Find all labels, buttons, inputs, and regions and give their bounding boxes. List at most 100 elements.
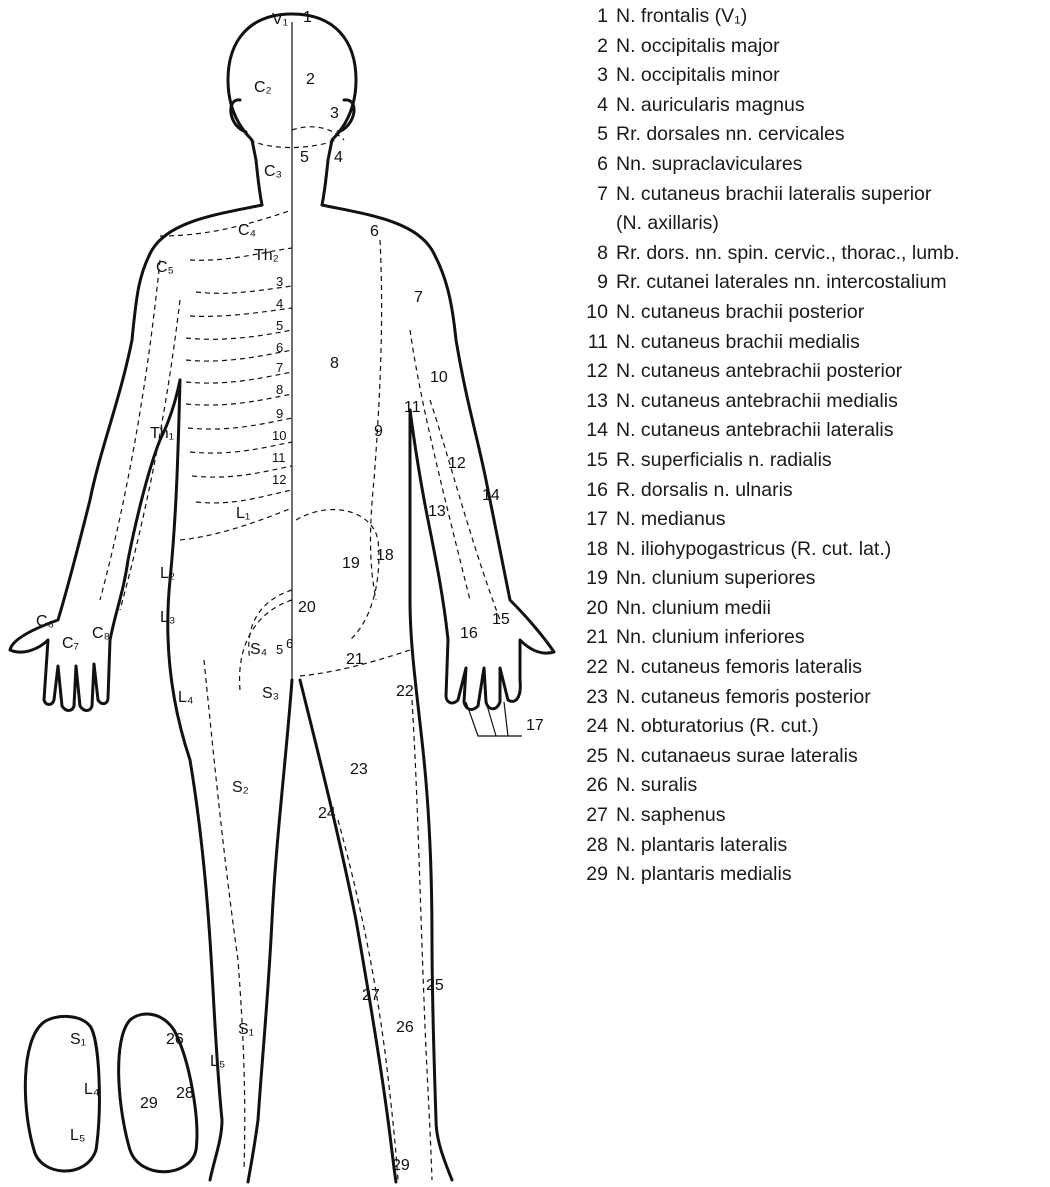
legend-item: 21Nn. clunium inferiores [570,623,1048,653]
leg-inner-right [300,680,396,1182]
legend-item: 5Rr. dorsales nn. cervicales [570,120,1048,150]
legend-item: 18N. iliohypogastricus (R. cut. lat.) [570,535,1048,565]
leg-inner [248,680,292,1182]
torso-left [10,205,262,711]
legend-item: 13N. cutaneus antebrachii medialis [570,387,1048,417]
label-29-heel: 29 [392,1157,410,1174]
label-s3: S₃ [262,685,279,702]
torso-side-right [410,410,452,1180]
legend-item: 27N. saphenus [570,801,1048,831]
label-9: 9 [374,423,383,440]
neck-boundary [250,140,336,148]
legend-item: 26N. suralis [570,771,1048,801]
legend-item: 15R. superficialis n. radialis [570,446,1048,476]
legend-item: 14N. cutaneus antebrachii lateralis [570,416,1048,446]
legend-item: 16R. dorsalis n. ulnaris [570,476,1048,506]
label-2: 2 [306,71,315,88]
left-ear [231,100,246,132]
label-t10: 10 [272,428,286,443]
legend-item: 6Nn. supraclaviculares [570,150,1048,180]
label-l1: L₁ [236,505,250,522]
label-t5: 5 [276,318,283,333]
label-l2: L₂ [160,565,175,582]
label-11: 11 [404,399,421,416]
head-outline-right [292,14,356,205]
scalp-boundary [292,127,344,140]
right-ear [338,100,354,132]
label-27: 27 [362,987,380,1004]
legend-item: 29N. plantaris medialis [570,860,1048,890]
label-6: 6 [370,223,379,240]
label-l3: L₃ [160,609,175,626]
label-28: 28 [176,1085,194,1102]
legend-item: 7N. cutaneus brachii lateralis superior [570,180,1048,210]
legend-item: 11N. cutaneus brachii medialis [570,328,1048,358]
label-25: 25 [426,977,444,994]
label-t4: 4 [276,296,283,311]
label-l4-foot: L₄ [84,1081,99,1098]
legend-item: 17N. medianus [570,505,1048,535]
label-l4: L₄ [178,689,193,706]
leg-line-left [204,660,245,1170]
body-outline-svg: V₁ 1 C₂ 2 3 4 C₃ 5 C₄ 6 C₅ Th₂ 7 3 4 5 6… [0,0,560,1187]
nerve-legend: 1N. frontalis (V₁) 2N. occipitalis major… [570,2,1048,890]
label-l5-leg: L₅ [210,1053,225,1070]
label-18: 18 [376,547,394,564]
legend-item: 8Rr. dors. nn. spin. cervic., thorac., l… [570,239,1048,269]
label-c6: C₆ [36,613,54,630]
label-19: 19 [342,555,360,572]
legend-item: 24N. obturatorius (R. cut.) [570,712,1048,742]
label-t6: 6 [276,340,283,355]
label-t12: 12 [272,472,286,487]
label-20: 20 [298,599,316,616]
label-t7: 7 [276,360,283,375]
label-s1-leg: S₁ [238,1021,254,1038]
label-14: 14 [482,487,500,504]
label-16: 16 [460,625,478,642]
label-26-foot: 26 [166,1031,184,1048]
legend-item: 9Rr. cutanei laterales nn. intercostaliu… [570,268,1048,298]
label-t9: 9 [276,406,283,421]
head-outline [228,14,292,205]
label-24: 24 [318,805,336,822]
label-17: 17 [526,717,544,734]
label-s1-foot: S₁ [70,1031,86,1048]
legend-item: 1N. frontalis (V₁) [570,2,1048,32]
label-1: 1 [303,9,312,26]
legend-item: 4N. auricularis magnus [570,91,1048,121]
label-c3: C₃ [264,163,282,180]
label-c7: C₇ [62,635,79,652]
label-c5: C₅ [156,259,174,276]
label-3: 3 [330,105,339,122]
right-back-boundary [371,240,382,600]
legend-item-continuation: (N. axillaris) [570,209,1048,239]
buttock-upper [296,510,379,640]
legend-item: 22N. cutaneus femoris lateralis [570,653,1048,683]
label-t3: 3 [276,274,283,289]
label-8: 8 [330,355,339,372]
torso-right [322,205,554,709]
label-c8: C₈ [92,625,110,642]
legend-item: 2N. occipitalis major [570,32,1048,62]
label-7: 7 [414,289,423,306]
legend-item: 10N. cutaneus brachii posterior [570,298,1048,328]
label-10: 10 [430,369,448,386]
label-5: 5 [300,149,309,166]
legend-item: 20Nn. clunium medii [570,594,1048,624]
rib-12 [196,490,292,503]
leg-line-right-2 [412,700,432,1180]
label-23: 23 [350,761,368,778]
label-th1: Th₁ [150,425,174,442]
label-v1: V₁ [272,11,288,28]
label-13: 13 [428,503,446,520]
label-s6: 6 [286,636,293,651]
legend-item: 3N. occipitalis minor [570,61,1048,91]
legend-item: 25N. cutanaeus surae lateralis [570,742,1048,772]
label-s4: S₄ [250,641,267,658]
label-s2: S₂ [232,779,249,796]
label-29-foot: 29 [140,1095,158,1112]
label-t11: 11 [272,450,286,465]
legend-item: 19Nn. clunium superiores [570,564,1048,594]
legend-item: 23N. cutaneus femoris posterior [570,683,1048,713]
label-26: 26 [396,1019,414,1036]
